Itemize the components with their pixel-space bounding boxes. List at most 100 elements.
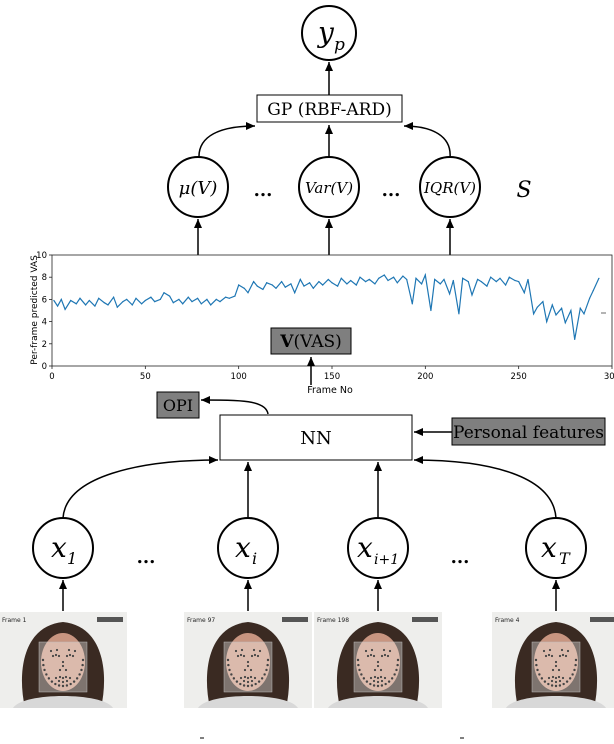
chart-point (281, 281, 283, 283)
stat-node-var: Var(V) (298, 156, 360, 218)
chart-point (318, 281, 320, 283)
chart-point (331, 282, 333, 284)
chart-point (299, 278, 301, 281)
chart-xlabel: Frame No (307, 385, 353, 396)
chart-point (359, 276, 361, 278)
landmark-dot (372, 684, 376, 687)
chart-point (64, 308, 66, 310)
set-label: S (516, 178, 531, 203)
chart-point (210, 304, 212, 306)
landmark-dot (61, 660, 65, 664)
landmark-dot (362, 677, 366, 680)
chart-x-ticks: 050100150200250300 (49, 366, 614, 382)
chart-point (458, 313, 460, 315)
landmark-dot (61, 676, 65, 680)
chart-point (337, 285, 339, 287)
chart-point (228, 297, 230, 299)
chart-x-tick-label: 250 (511, 372, 527, 382)
vas-label-rest: (VAS) (293, 332, 341, 352)
chart-x-tick-label: 50 (140, 372, 151, 382)
landmark-dot (232, 677, 236, 680)
chart-point (592, 289, 594, 292)
landmark-dot (380, 679, 384, 683)
landmark-dot (246, 660, 250, 664)
chart-point (495, 281, 497, 283)
chart-point (499, 277, 501, 279)
opi-label: OPI (163, 396, 193, 415)
landmark-dot (369, 682, 372, 686)
landmark-dot (80, 668, 83, 672)
chart-point (589, 297, 591, 299)
landmark-dot (260, 677, 264, 680)
output-node-subscript: p (334, 35, 345, 55)
landmark-dot (68, 653, 72, 657)
frame-caption-bar (590, 617, 614, 622)
landmark-dot (253, 676, 257, 680)
landmark-dot (254, 682, 257, 686)
chart-point (518, 281, 520, 283)
landmark-dot (536, 668, 539, 672)
landmark-dot (252, 648, 256, 652)
landmark-dot (360, 673, 363, 676)
output-node-symbol: y (316, 16, 335, 49)
landmark-dot (369, 676, 373, 680)
chart-point (411, 303, 413, 305)
landmark-dot (235, 680, 239, 683)
chart-point (247, 292, 249, 294)
frame-tag: Frame 198 (317, 617, 349, 624)
landmark-dot (534, 658, 538, 662)
chart-point (206, 298, 208, 300)
landmark-dot (243, 675, 247, 679)
chart-point (561, 307, 563, 309)
landmark-dot (568, 677, 572, 680)
chart-x-tick-label: 150 (324, 372, 340, 382)
landmark-dot (57, 684, 61, 687)
landmark-dot (560, 648, 564, 652)
landmark-dot (357, 663, 360, 667)
gp-label: GP (RBF-ARD) (267, 100, 391, 120)
landmark-dot (550, 684, 554, 687)
nn-label: NN (300, 428, 332, 449)
landmark-dot (387, 680, 391, 683)
video-frame-1: Frame 1 (0, 612, 127, 708)
chart-point (122, 301, 124, 303)
opi-box: OPI (156, 391, 200, 419)
chart-point (387, 279, 389, 282)
chart-point (508, 276, 510, 278)
chart-y-tick-label: 6 (42, 295, 47, 305)
landmark-dot (246, 684, 250, 688)
chart-point (365, 281, 367, 283)
landmark-dot (396, 658, 400, 662)
gp-box: GP (RBF-ARD) (256, 94, 403, 123)
landmark-dot (390, 677, 394, 680)
input-node-i-subscript: i (252, 549, 257, 568)
chart-point (200, 303, 202, 305)
chart-y-tick-label: 4 (42, 318, 47, 328)
landmark-dot (566, 649, 570, 653)
landmark-dot (242, 654, 246, 658)
chart-x-tick-label: 200 (417, 372, 433, 382)
landmark-dot (551, 675, 555, 679)
chart-point (449, 293, 451, 295)
chart-point (191, 301, 193, 303)
landmark-dot (42, 663, 45, 667)
landmark-dot (561, 676, 565, 680)
chart-point (75, 303, 77, 305)
chart-point (303, 285, 305, 287)
vas-box: V(VAS) (270, 327, 352, 355)
landmark-dot (45, 673, 48, 676)
chart-point (219, 301, 221, 303)
chart-point (486, 285, 488, 287)
chart-point (243, 287, 245, 289)
landmark-dot (538, 673, 541, 676)
landmark-dot (50, 680, 54, 683)
landmark-dot (243, 668, 247, 672)
chart-point (350, 279, 352, 282)
chart-point (462, 277, 464, 279)
input-node-1: x 1 (32, 517, 94, 579)
chart-point (144, 299, 146, 302)
landmark-dot (395, 668, 398, 672)
chart-point (172, 302, 174, 304)
arrow-x1-to-nn (62, 456, 219, 519)
